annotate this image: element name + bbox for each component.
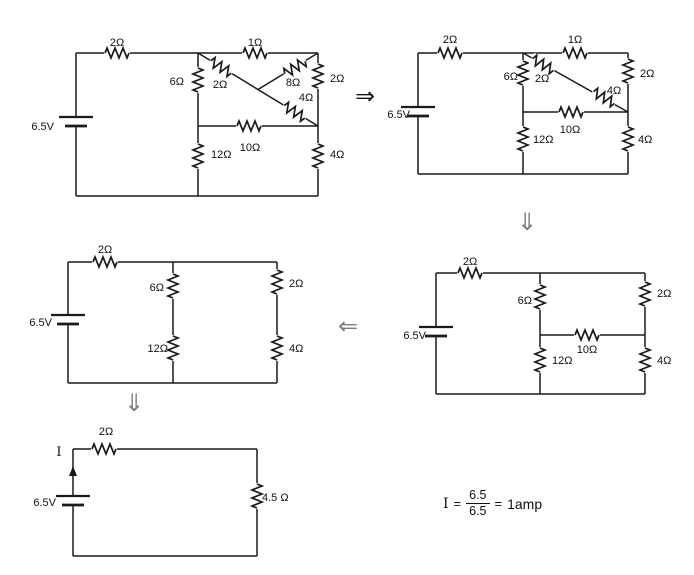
- c5-label-4p5ohm: 4.5 Ω: [262, 492, 289, 504]
- c3-label-2ohm-right: 2Ω: [289, 278, 303, 290]
- c3-resistor-12ohm-icon: [166, 334, 180, 362]
- c4-resistor-10ohm-icon: [573, 328, 601, 342]
- c1-label-6ohm: 6Ω: [170, 76, 184, 88]
- c2-label-12ohm: 12Ω: [533, 134, 553, 146]
- c1-resistor-8ohm-bridge-icon: [279, 54, 311, 81]
- equation-numerator: 6.5: [469, 488, 487, 502]
- c2-label-4ohm-right: 4Ω: [638, 134, 652, 146]
- c2-label-10ohm: 10Ω: [560, 124, 580, 136]
- c1-label-8ohm: 8Ω: [286, 77, 300, 89]
- step1-right-arrow-icon: ⇒: [355, 82, 375, 110]
- c5-label-current: I: [56, 445, 61, 460]
- c3-label-2ohm-top: 2Ω: [98, 244, 112, 256]
- c4-label-6ohm: 6Ω: [518, 295, 532, 307]
- c1-label-1ohm-top: 1Ω: [248, 37, 262, 49]
- equation-equals-1: =: [453, 496, 462, 511]
- equation-equals-2: =: [494, 496, 503, 511]
- c1-label-2ohm-top: 2Ω: [110, 37, 124, 49]
- c1-resistor-2ohm-diagonal-icon: [205, 54, 237, 80]
- c4-label-10ohm: 10Ω: [577, 344, 597, 356]
- c1-label-4ohm-right: 4Ω: [330, 149, 344, 161]
- c3-resistor-4ohm-right-icon: [270, 334, 284, 362]
- c5-current-arrow-icon: [69, 466, 77, 476]
- c3-label-4ohm-right: 4Ω: [289, 343, 303, 355]
- step4-down-arrow-icon: ⇓: [124, 389, 144, 417]
- c3-resistor-2ohm-top-icon: [91, 255, 119, 269]
- c2-resistor-10ohm-icon: [557, 105, 585, 119]
- c1-resistor-4ohm-right-icon: [311, 142, 325, 170]
- c1-battery-icon: [57, 115, 95, 128]
- c1-label-4ohm-diag: 4Ω: [299, 92, 313, 104]
- equation-denominator: 6.5: [466, 503, 490, 519]
- c1-resistor-6ohm-icon: [191, 66, 205, 94]
- c3-battery-icon: [49, 313, 87, 326]
- c4-resistor-2ohm-right-icon: [638, 280, 652, 308]
- c2-label-2ohm-right: 2Ω: [640, 68, 654, 80]
- c2-resistor-2ohm-right-icon: [621, 57, 635, 85]
- c2-label-1ohm-top: 1Ω: [568, 34, 582, 46]
- c1-label-2ohm-diag: 2Ω: [213, 79, 227, 91]
- step3-left-arrow-icon: ⇐: [338, 312, 358, 340]
- c4-label-4ohm-right: 4Ω: [657, 355, 671, 367]
- c3-resistor-6ohm-icon: [166, 272, 180, 300]
- c5-resistor-2ohm-top-icon: [90, 442, 118, 456]
- c5-label-battery: 6.5V: [33, 497, 56, 509]
- c1-resistor-12ohm-icon: [191, 142, 205, 170]
- c4-label-12ohm: 12Ω: [552, 355, 572, 367]
- equation-result: 1amp: [507, 495, 543, 512]
- c5-label-2ohm-top: 2Ω: [99, 426, 113, 438]
- c2-label-4ohm-diag: 4Ω: [607, 85, 621, 97]
- c1-label-battery: 6.5V: [31, 121, 54, 133]
- c1-label-10ohm: 10Ω: [240, 142, 260, 154]
- c1-resistor-10ohm-icon: [235, 119, 263, 133]
- equation-current-symbol: I: [443, 495, 449, 512]
- c5-battery-icon: [54, 494, 92, 507]
- c4-resistor-4ohm-right-icon: [638, 346, 652, 374]
- c5-wires: [72, 448, 258, 557]
- c1-resistor-2ohm-right-icon: [311, 62, 325, 90]
- c2-label-battery: 6.5V: [387, 109, 410, 121]
- c4-label-2ohm-top: 2Ω: [463, 256, 477, 268]
- c2-resistor-2ohm-top-icon: [436, 46, 464, 60]
- equation-fraction: 6.5 6.5: [466, 488, 490, 519]
- c2-label-6ohm: 6Ω: [504, 71, 518, 83]
- c3-label-battery: 6.5V: [29, 317, 52, 329]
- wire-layer: [67, 52, 646, 557]
- c4-resistor-6ohm-icon: [533, 283, 547, 311]
- c2-resistor-12ohm-icon: [516, 125, 530, 153]
- c3-label-12ohm: 12Ω: [148, 343, 168, 355]
- label-layer: 2Ω 1Ω 6Ω 2Ω 8Ω 4Ω 2Ω 10Ω 12Ω 4Ω 6.5V 2Ω …: [29, 34, 671, 509]
- c4-resistor-2ohm-top-icon: [456, 266, 484, 280]
- c2-resistor-1ohm-top-icon: [561, 46, 589, 60]
- step2-down-arrow-icon: ⇓: [517, 208, 537, 236]
- c2-label-2ohm-top: 2Ω: [443, 34, 457, 46]
- resistor-layer: [90, 46, 652, 510]
- c3-label-6ohm: 6Ω: [150, 282, 164, 294]
- c1-label-12ohm: 12Ω: [211, 149, 231, 161]
- c2-label-2ohm-diag: 2Ω: [535, 73, 549, 85]
- c2-resistor-4ohm-right-icon: [621, 125, 635, 153]
- c4-label-battery: 6.5V: [403, 330, 426, 342]
- c4-label-2ohm-right: 2Ω: [657, 288, 671, 300]
- c1-label-2ohm-right: 2Ω: [330, 73, 344, 85]
- step-arrow-layer: ⇒ ⇓ ⇐ ⇓: [124, 82, 537, 417]
- result-equation: I = 6.5 6.5 = 1amp: [443, 488, 542, 519]
- c2-resistor-6ohm-icon: [516, 59, 530, 87]
- c3-resistor-2ohm-right-icon: [270, 268, 284, 296]
- c4-resistor-12ohm-icon: [533, 346, 547, 374]
